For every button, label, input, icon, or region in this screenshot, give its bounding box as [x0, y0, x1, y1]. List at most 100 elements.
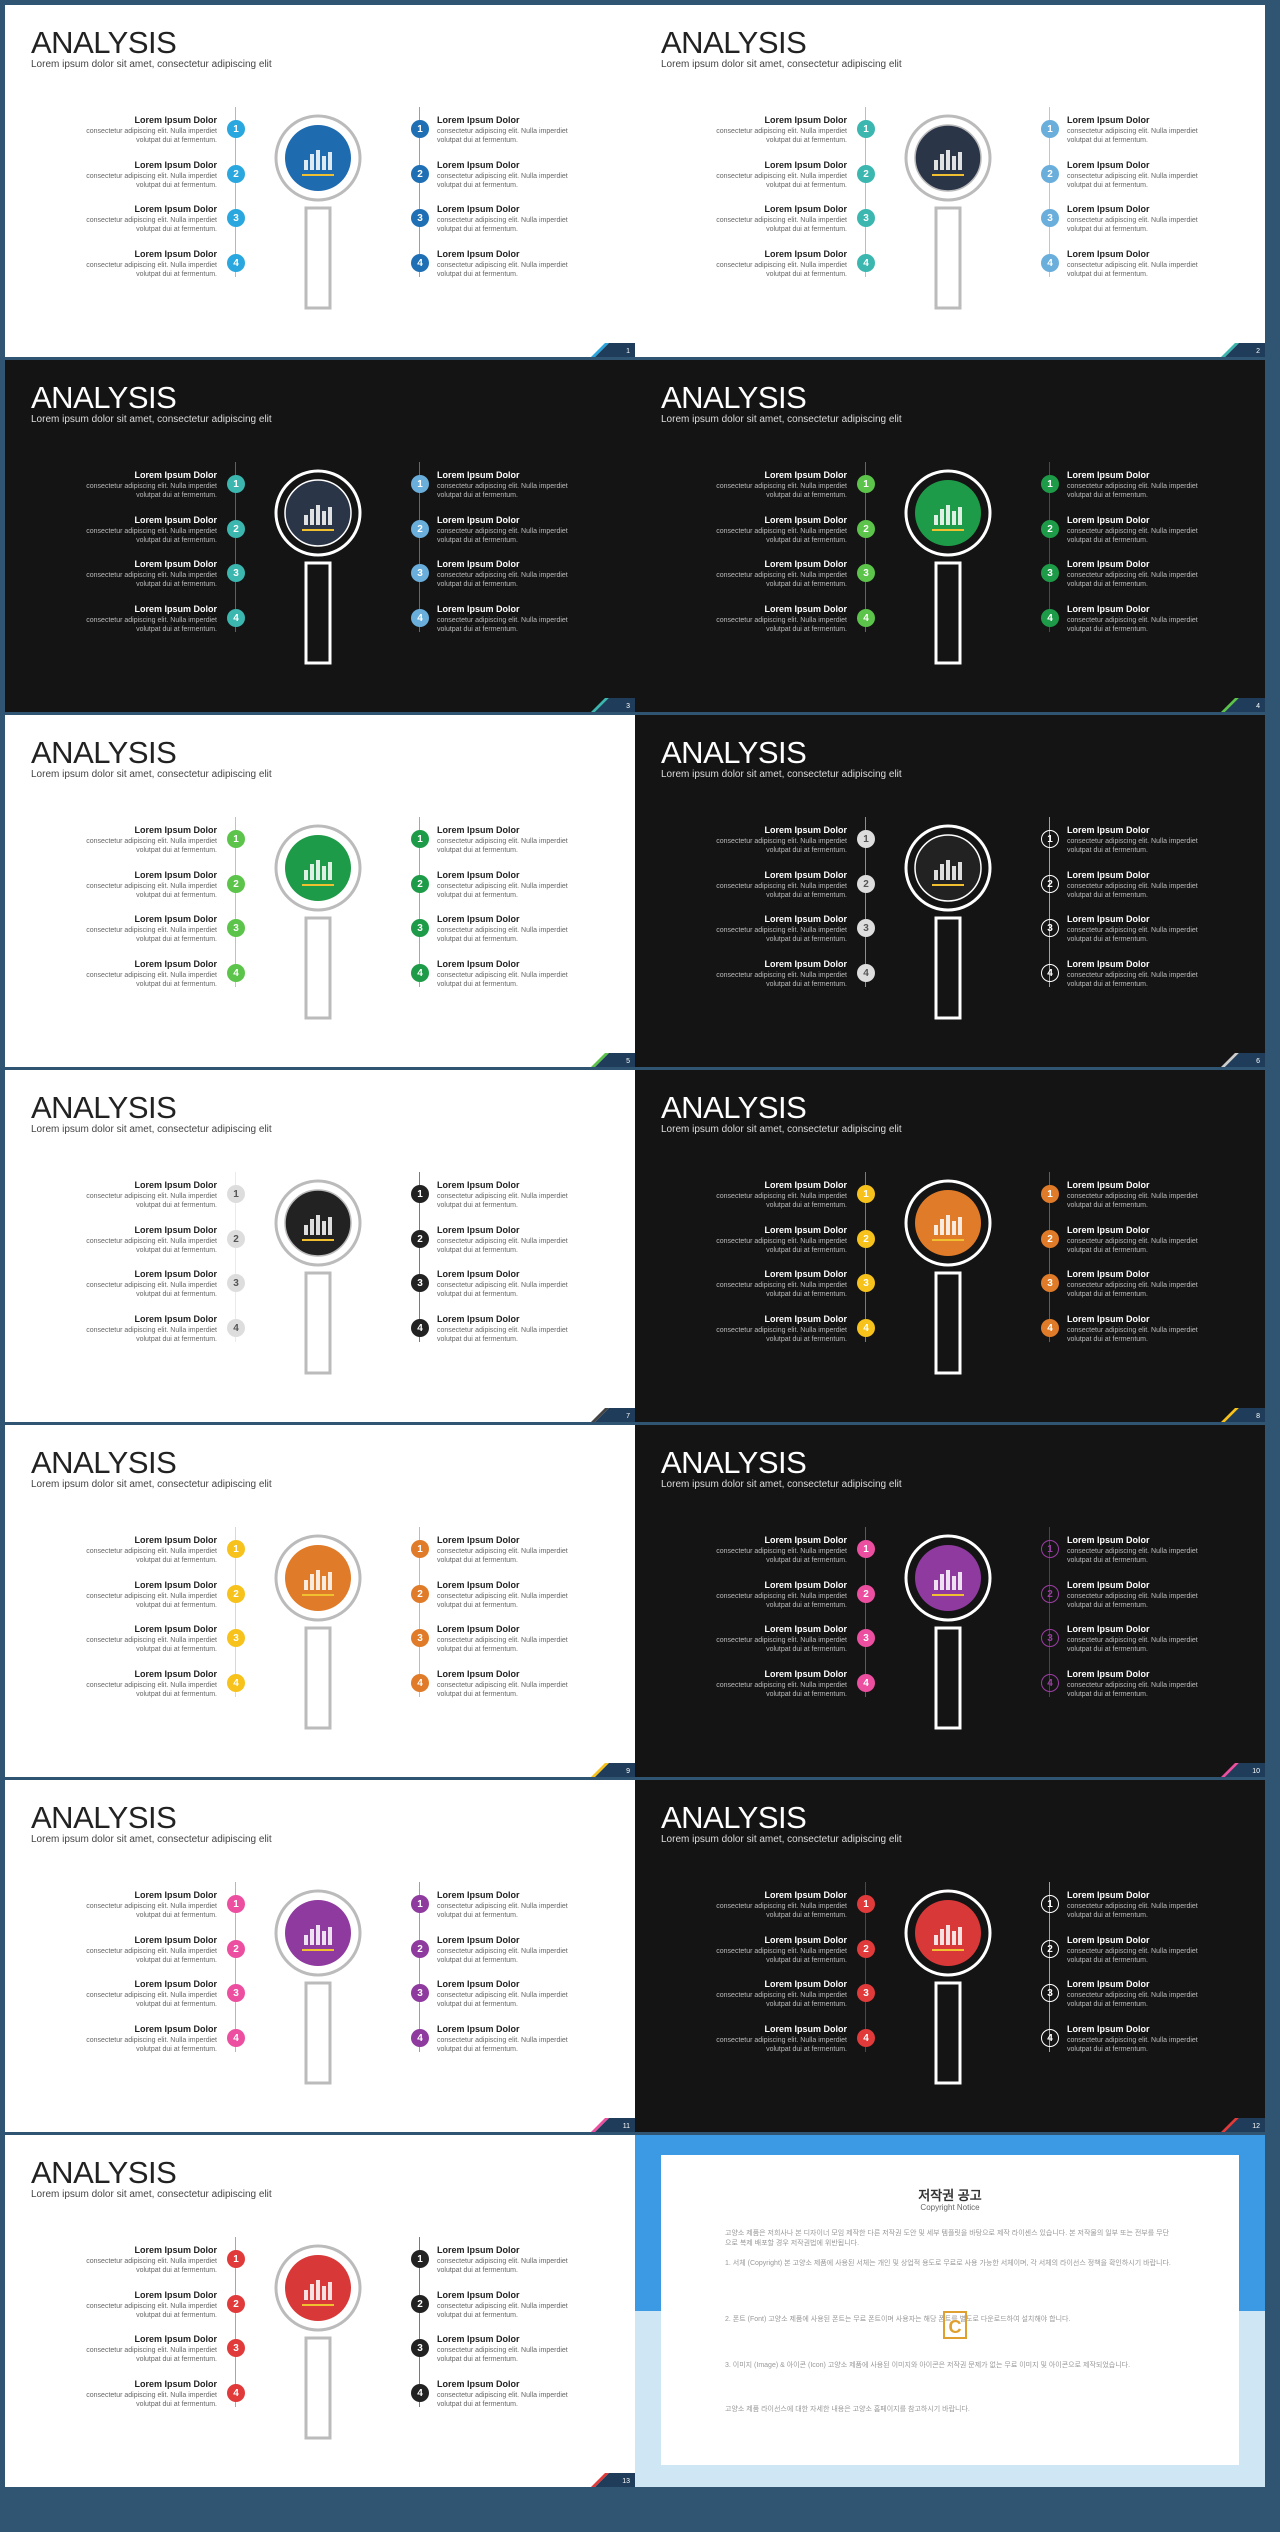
right-number-badge: 2 [1041, 875, 1059, 893]
item-description: consectetur adipiscing elit. Nulla imper… [86, 262, 217, 269]
item-description: consectetur adipiscing elit. Nulla imper… [1067, 1282, 1198, 1289]
magnifier-icon [274, 1534, 362, 1730]
item-title: Lorem Ipsum Dolor [134, 160, 217, 170]
slide-subtitle: Lorem ipsum dolor sit amet, consectetur … [661, 414, 902, 425]
item-description: volutpat dui at fermentum. [437, 182, 518, 189]
item-title: Lorem Ipsum Dolor [1067, 914, 1150, 924]
item-description: consectetur adipiscing elit. Nulla imper… [716, 927, 847, 934]
item-title: Lorem Ipsum Dolor [134, 914, 217, 924]
item-description: consectetur adipiscing elit. Nulla imper… [716, 1238, 847, 1245]
left-timeline [865, 107, 866, 277]
item-title: Lorem Ipsum Dolor [134, 1935, 217, 1945]
item-description: consectetur adipiscing elit. Nulla imper… [437, 217, 568, 224]
item-title: Lorem Ipsum Dolor [134, 559, 217, 569]
item-title: Lorem Ipsum Dolor [1067, 1890, 1150, 1900]
item-title: Lorem Ipsum Dolor [764, 249, 847, 259]
item-description: consectetur adipiscing elit. Nulla imper… [86, 1682, 217, 1689]
right-number-badge: 1 [411, 120, 429, 138]
right-number-badge: 4 [411, 609, 429, 627]
item-description: volutpat dui at fermentum. [766, 936, 847, 943]
right-number-badge: 1 [1041, 475, 1059, 493]
right-number-badge: 1 [411, 1185, 429, 1203]
page-number: 8 [1256, 1413, 1260, 1420]
right-timeline [1049, 817, 1050, 987]
notice-subtitle: Copyright Notice [920, 2203, 980, 2212]
corner-accent [1221, 1053, 1265, 1067]
item-description: volutpat dui at fermentum. [136, 137, 217, 144]
item-description: volutpat dui at fermentum. [766, 1557, 847, 1564]
item-description: volutpat dui at fermentum. [1067, 1957, 1148, 1964]
left-number-badge: 4 [227, 2029, 245, 2047]
item-description: consectetur adipiscing elit. Nulla imper… [1067, 838, 1198, 845]
left-number-badge: 4 [857, 609, 875, 627]
item-description: consectetur adipiscing elit. Nulla imper… [86, 1548, 217, 1555]
item-title: Lorem Ipsum Dolor [437, 559, 520, 569]
item-description: consectetur adipiscing elit. Nulla imper… [1067, 1548, 1198, 1555]
item-title: Lorem Ipsum Dolor [437, 825, 520, 835]
corner-accent [591, 1053, 635, 1067]
right-number-badge: 4 [411, 2029, 429, 2047]
right-number-badge: 4 [1041, 1319, 1059, 1337]
item-description: consectetur adipiscing elit. Nulla imper… [716, 572, 847, 579]
item-description: volutpat dui at fermentum. [1067, 847, 1148, 854]
corner-accent [1221, 698, 1265, 712]
item-title: Lorem Ipsum Dolor [437, 959, 520, 969]
item-title: Lorem Ipsum Dolor [134, 1580, 217, 1590]
item-description: volutpat dui at fermentum. [136, 1557, 217, 1564]
item-description: volutpat dui at fermentum. [136, 1691, 217, 1698]
item-description: volutpat dui at fermentum. [437, 2401, 518, 2408]
left-timeline [235, 1172, 236, 1342]
item-description: volutpat dui at fermentum. [766, 1691, 847, 1698]
item-description: consectetur adipiscing elit. Nulla imper… [437, 128, 568, 135]
item-title: Lorem Ipsum Dolor [1067, 1979, 1150, 1989]
item-description: volutpat dui at fermentum. [136, 1912, 217, 1919]
item-description: consectetur adipiscing elit. Nulla imper… [437, 972, 568, 979]
item-description: consectetur adipiscing elit. Nulla imper… [86, 2303, 217, 2310]
right-timeline [1049, 1882, 1050, 2052]
item-description: volutpat dui at fermentum. [437, 1602, 518, 1609]
corner-accent [1221, 343, 1265, 357]
item-description: consectetur adipiscing elit. Nulla imper… [716, 1903, 847, 1910]
left-number-badge: 3 [227, 209, 245, 227]
item-description: volutpat dui at fermentum. [136, 626, 217, 633]
item-description: consectetur adipiscing elit. Nulla imper… [1067, 128, 1198, 135]
item-description: consectetur adipiscing elit. Nulla imper… [86, 617, 217, 624]
left-number-badge: 1 [227, 475, 245, 493]
slide-subtitle: Lorem ipsum dolor sit amet, consectetur … [31, 1124, 272, 1135]
item-description: volutpat dui at fermentum. [1067, 626, 1148, 633]
item-title: Lorem Ipsum Dolor [437, 1890, 520, 1900]
